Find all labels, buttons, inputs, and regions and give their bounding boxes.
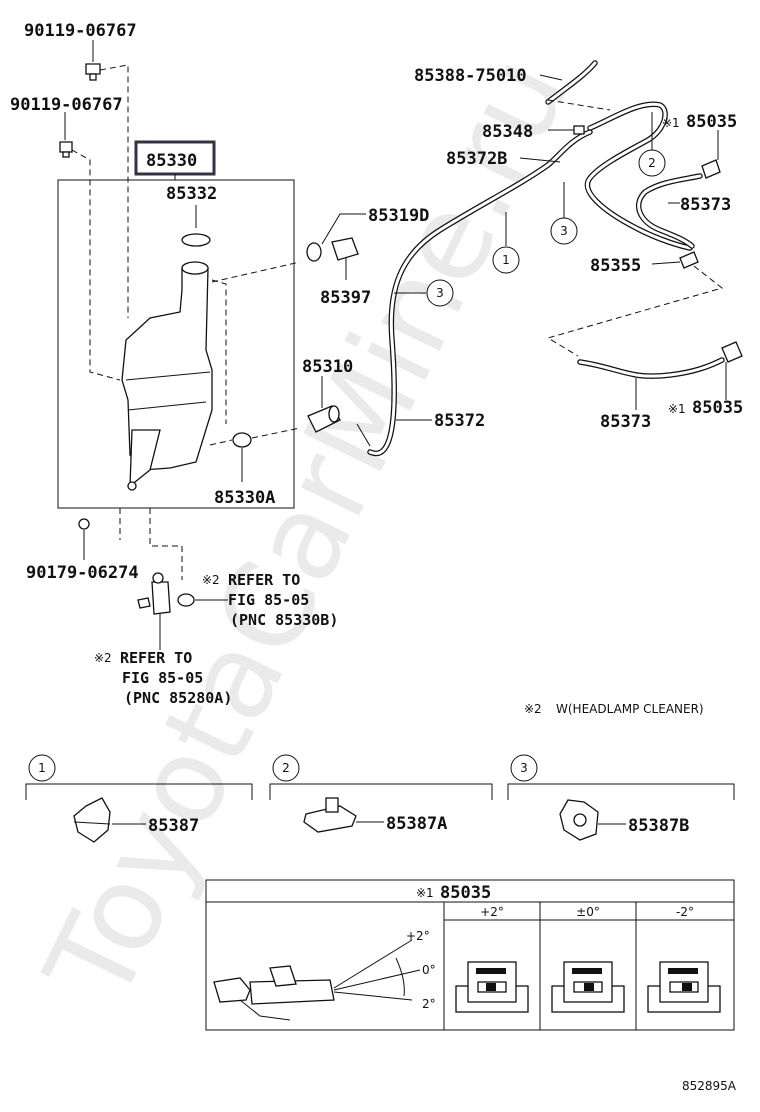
svg-text:3: 3 [520,761,528,775]
clip-detail-1: 1 85387 [25,754,253,843]
nozzle-angle-table: ※1 85035 +2° ±0° -2° +2° 0° 2° [205,879,735,1031]
adjuster-zero-icon [551,961,625,1013]
label-85372: 85372 [434,411,485,431]
adjuster-minus2-icon [647,961,721,1013]
mark-1-top: ※1 [662,116,680,130]
tank-group-frame [57,179,295,509]
mark-2-note: ※2 [524,702,542,716]
washer-tank [121,261,213,491]
nozzle-85035-bottom [721,341,743,400]
bolt-90119-left [59,112,73,158]
label-85387a: 85387A [386,814,447,834]
bolt-90119-top [85,40,101,81]
label-90179-06274: 90179-06274 [26,563,139,583]
refer-b-line1: REFER TO [120,649,192,667]
figure-id: 852895A [682,1079,737,1093]
watermark: ToyotaCarMine.ru [19,35,595,1023]
label-85035-top: 85035 [686,112,737,132]
label-85310: 85310 [302,357,353,377]
mark-1-table: ※1 [416,886,434,900]
label-85348: 85348 [482,122,533,142]
clip-detail-3: 3 85387B [507,754,735,841]
svg-text:2: 2 [648,156,656,170]
table-col-zero: ±0° [576,905,600,919]
callout-3-main-a: 3 [550,182,578,245]
refer-a-line1: REFER TO [228,571,300,589]
svg-text:1: 1 [38,761,46,775]
callout-2-main: 2 [638,112,666,177]
angle-zero: 0° [422,963,436,977]
nozzle-angle-drawing: +2° 0° 2° [213,929,436,1021]
label-85397: 85397 [320,288,371,308]
callout-1-main: 1 [492,212,520,274]
label-85035-bottom: 85035 [692,398,743,418]
label-85332: 85332 [166,184,217,204]
label-85387: 85387 [148,816,199,836]
nozzle-85035-top [701,130,721,179]
svg-text:3: 3 [436,286,444,300]
hose-85372b [584,101,693,251]
svg-text:1: 1 [502,253,510,267]
svg-text:2: 2 [282,761,290,775]
pump-85397 [331,237,359,280]
mark-2-refer-b: ※2 [94,651,112,665]
callout-3-main-b: 3 [394,279,454,307]
refer-a-line2: FIG 85-05 [228,591,309,609]
hose-85388 [545,60,598,105]
adjuster-plus2-icon [455,961,529,1013]
label-85388-75010: 85388-75010 [414,66,527,86]
label-85330a: 85330A [214,488,275,508]
svg-text:3: 3 [560,224,568,238]
label-85387b: 85387B [628,816,689,836]
label-85373-bottom: 85373 [600,412,651,432]
connector-85348 [548,125,585,135]
hose-85373-bottom [577,357,725,379]
label-85372b: 85372B [446,149,507,169]
refer-b-line3: (PNC 85280A) [124,689,232,707]
label-85355: 85355 [590,256,641,276]
table-col-minus2: -2° [676,905,694,919]
refer-b-line2: FIG 85-05 [122,669,203,687]
grommet-85330a [232,432,252,448]
pump-85310 [307,376,341,433]
hose-85372 [367,129,593,457]
hose-85373-top [636,173,703,249]
mark-1-bottom: ※1 [668,402,686,416]
cap-85332 [181,233,211,247]
clip-detail-2: 2 85387A [269,754,493,834]
angle-plus2: +2° [406,929,430,943]
grommet-85319d [306,213,366,262]
label-85373-top: 85373 [680,195,731,215]
refer-a-line3: (PNC 85330B) [230,611,338,629]
label-90119-06767-top: 90119-06767 [24,21,137,41]
label-90119-06767-left: 90119-06767 [10,95,123,115]
label-85319d: 85319D [368,206,429,226]
note-headlamp-cleaner: W(HEADLAMP CLEANER) [556,702,704,716]
table-col-plus2: +2° [480,905,504,919]
joint-85355 [651,251,699,269]
angle-minus2: 2° [422,997,436,1011]
bolt-90179 [78,518,90,560]
headlamp-cleaner-pump [137,572,228,650]
table-title: 85035 [440,883,491,903]
label-85330: 85330 [146,151,197,171]
mark-2-refer-a: ※2 [202,573,220,587]
